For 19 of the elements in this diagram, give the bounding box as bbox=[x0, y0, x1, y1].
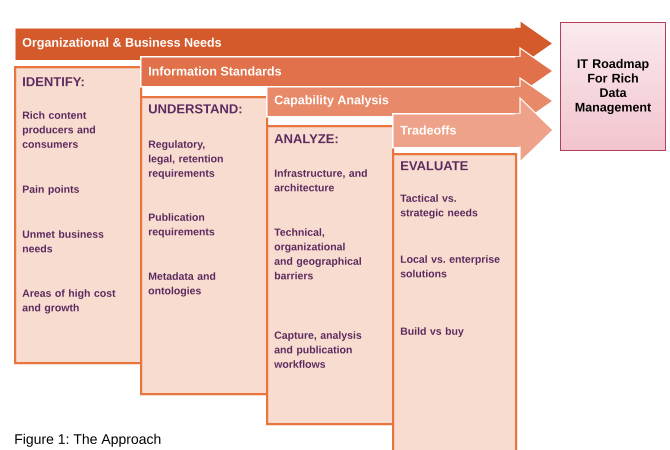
column-heading: ANALYZE: bbox=[274, 134, 338, 144]
list-item: Publication requirements bbox=[148, 213, 214, 238]
roadmap-box: IT Roadmap For Rich Data Management bbox=[560, 22, 666, 151]
list-item: Unmet business needs bbox=[22, 230, 104, 252]
list-item: Metadata and ontologies bbox=[148, 272, 216, 297]
caption: Figure 1: The Approach bbox=[15, 434, 160, 447]
list-item: Local vs. enterprise solutions bbox=[400, 255, 500, 278]
list-item: Infrastructure, and architecture bbox=[274, 169, 367, 192]
list-item: Rich content producers and consumers bbox=[22, 111, 96, 148]
list-item: Areas of high cost and growth bbox=[22, 289, 116, 314]
column-heading: IDENTIFY: bbox=[23, 77, 84, 86]
column-heading: EVALUATE bbox=[401, 161, 468, 170]
list-item: Tactical vs. strategic needs bbox=[400, 194, 478, 219]
list-item: Build vs buy bbox=[400, 327, 464, 337]
column-heading: UNDERSTAND: bbox=[149, 104, 242, 114]
list-item: Pain points bbox=[22, 185, 79, 195]
list-item: Capture, analysis and publication workflows bbox=[274, 331, 362, 368]
list-item: Technical, organizational and geographical barriers bbox=[274, 228, 361, 280]
list-item: Regulatory, legal, retention requirements bbox=[148, 140, 223, 179]
